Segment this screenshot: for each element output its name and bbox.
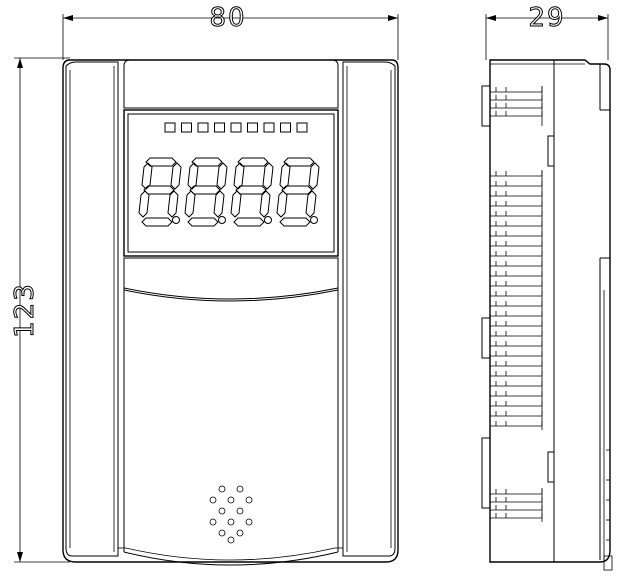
- front-view: [62, 59, 399, 566]
- grille-hole: [218, 485, 226, 493]
- side-ribs: [490, 86, 543, 522]
- grille-hole: [227, 536, 235, 544]
- depth-label: 29: [528, 3, 565, 33]
- front-cover: [123, 257, 339, 300]
- indicator-led: [164, 122, 176, 133]
- grille-hole: [218, 507, 226, 515]
- display-digit: [276, 157, 320, 227]
- grille-hole: [209, 496, 217, 504]
- display-digit: [230, 157, 274, 227]
- display-digit: [184, 157, 228, 227]
- width-dimension: 80: [62, 3, 399, 60]
- indicator-led: [280, 122, 291, 133]
- speaker-grille: [209, 485, 253, 544]
- height-label: 123: [10, 282, 40, 338]
- grille-hole: [245, 518, 253, 526]
- depth-dimension: 29: [485, 3, 609, 60]
- display-digit: [138, 157, 182, 227]
- indicator-led: [230, 122, 242, 133]
- grille-hole: [227, 496, 235, 504]
- indicator-led: [263, 122, 275, 133]
- height-dimension: 123: [10, 57, 70, 563]
- indicator-led: [296, 122, 308, 133]
- grille-hole: [218, 529, 226, 537]
- indicator-led: [181, 122, 192, 133]
- side-view: [481, 59, 613, 571]
- grille-hole: [209, 518, 217, 526]
- grille-hole: [236, 507, 244, 515]
- grille-hole: [245, 496, 253, 504]
- seven-segment-display: [138, 157, 320, 227]
- indicator-led: [247, 122, 258, 133]
- width-label: 80: [209, 3, 246, 33]
- grille-hole: [236, 529, 244, 537]
- indicator-led: [197, 122, 209, 133]
- indicator-led: [214, 122, 225, 133]
- display-window: [123, 109, 339, 257]
- indicator-leds: [164, 122, 308, 133]
- grille-hole: [236, 485, 244, 493]
- grille-hole: [227, 518, 235, 526]
